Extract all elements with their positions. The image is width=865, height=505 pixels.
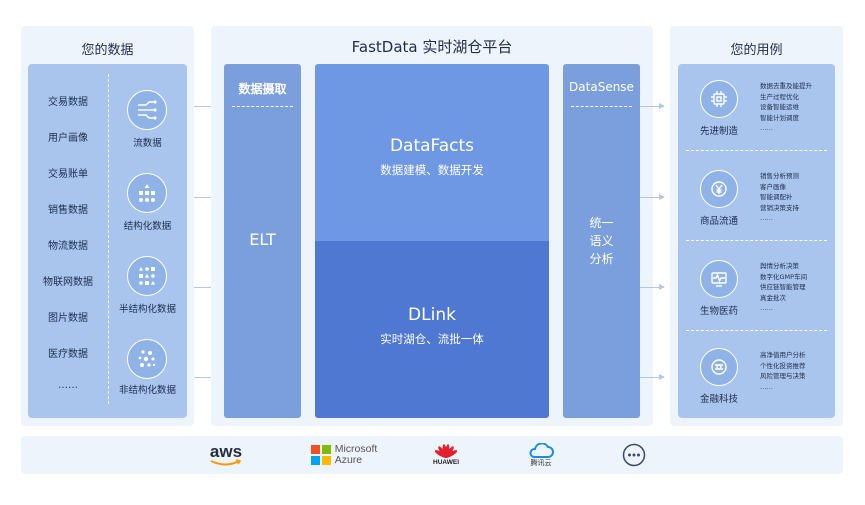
data-item-billing: 交易账单: [48, 169, 88, 180]
use-case-label: 生物医药: [699, 306, 738, 317]
more-icon: [619, 436, 649, 474]
data-item-transaction: 交易数据: [48, 97, 88, 108]
datafacts-block: DataFacts 数据建模、数据开发: [315, 64, 549, 241]
dlink-block: DLink 实时湖仓、流批一体: [315, 241, 549, 418]
datasense-line: 语义: [589, 234, 614, 248]
data-item-medical: 医疗数据: [48, 349, 88, 360]
left-divider: [108, 74, 109, 404]
pulse-icon: [700, 260, 738, 298]
semi-structured-data-icon: [127, 256, 167, 296]
unstructured-data-icon: [127, 339, 167, 379]
huawei-logo: HUAWEI: [424, 436, 468, 474]
type-label-structured: 结构化数据: [123, 221, 172, 232]
data-ingestion-heading: 数据摄取: [238, 82, 287, 96]
use-cases-list: 先进制造 数据去重及能提升生产过程优化设备智能运维智能计划调度…… 商品流通 销…: [678, 64, 835, 418]
use-case-detail: 舆情分析决策数字化GMP车间供应链智能管理真金批次……: [760, 262, 808, 312]
flow-arrow: [640, 103, 665, 109]
use-case-detail: 销售分析预测客户画像智能调配补营销决策支持……: [760, 172, 799, 222]
huawei-petals-icon: [435, 444, 457, 458]
fastdata-platform-panel: FastData 实时湖仓平台 数据摄取 ELT DataFacts 数据建模、…: [211, 26, 653, 426]
use-case-detail: 数据去重及能提升生产过程优化设备智能运维智能计划调度……: [760, 82, 812, 132]
elt-label: ELT: [249, 230, 276, 249]
datasense-line: 统一: [589, 216, 614, 230]
type-label-unstructured: 非结构化数据: [118, 385, 176, 396]
data-item-iot: 物联网数据: [43, 277, 93, 288]
flow-arrow: [640, 284, 665, 290]
use-case-detail: 高净值用户分析个性化投资推荐风险管理与决策……: [760, 351, 806, 391]
microsoft-icon: [310, 445, 331, 465]
tencent-cloud-logo: 腾讯云: [521, 436, 561, 474]
data-item-user-profile: 用户画像: [48, 133, 88, 144]
cloud-partners-bar: aws Microsoft Azure HUAWEI 腾讯云: [21, 436, 843, 474]
dlink-subtitle: 实时湖仓、流批一体: [380, 332, 484, 346]
dlink-title: DLink: [408, 305, 456, 325]
divider: [571, 106, 632, 107]
use-case-label: 先进制造: [699, 126, 738, 137]
aws-logo: aws: [201, 436, 251, 474]
datasense-column: DataSense 统一 语义 分析: [563, 64, 640, 418]
data-ingestion-column: 数据摄取 ELT: [224, 64, 301, 418]
flow-arrow: [640, 194, 665, 200]
finance-icon: [700, 348, 738, 386]
your-data-title: 您的数据: [81, 43, 134, 58]
your-use-cases-panel: 您的用例 先进制造 数据去重及能提升生产过程优化设备智能运维智能计划调度…… 商…: [670, 26, 843, 426]
stream-data-icon: [127, 90, 167, 130]
use-case-label: 金融科技: [699, 394, 738, 405]
data-item-sales: 销售数据: [48, 205, 88, 216]
datafacts-subtitle: 数据建模、数据开发: [380, 163, 484, 177]
datafacts-title: DataFacts: [389, 136, 475, 156]
data-item-logistics: 物流数据: [48, 241, 88, 252]
your-data-panel: 您的数据 交易数据 用户画像 交易账单 销售数据 物流数据 物联网数据 图片数据…: [21, 26, 194, 426]
flow-arrow: [640, 374, 665, 380]
divider: [686, 150, 827, 151]
yen-icon: [700, 170, 738, 208]
data-item-more: ……: [58, 380, 78, 391]
divider: [686, 330, 827, 331]
data-item-image: 图片数据: [48, 313, 88, 324]
datasense-line: 分析: [589, 252, 614, 266]
structured-data-icon: [127, 173, 167, 213]
chip-icon: [700, 80, 738, 118]
tencent-cloud-icon: [529, 442, 554, 458]
your-data-list: 交易数据 用户画像 交易账单 销售数据 物流数据 物联网数据 图片数据 医疗数据…: [28, 64, 187, 418]
divider: [686, 240, 827, 241]
platform-title: FastData 实时湖仓平台: [351, 38, 513, 56]
type-label-semi-structured: 半结构化数据: [118, 304, 176, 315]
microsoft-azure-logo: Microsoft Azure: [304, 436, 384, 474]
divider: [232, 106, 293, 107]
use-case-label: 商品流通: [699, 216, 738, 227]
datasense-heading: DataSense: [569, 80, 634, 94]
type-label-stream: 流数据: [133, 138, 162, 149]
use-cases-title: 您的用例: [730, 43, 783, 58]
